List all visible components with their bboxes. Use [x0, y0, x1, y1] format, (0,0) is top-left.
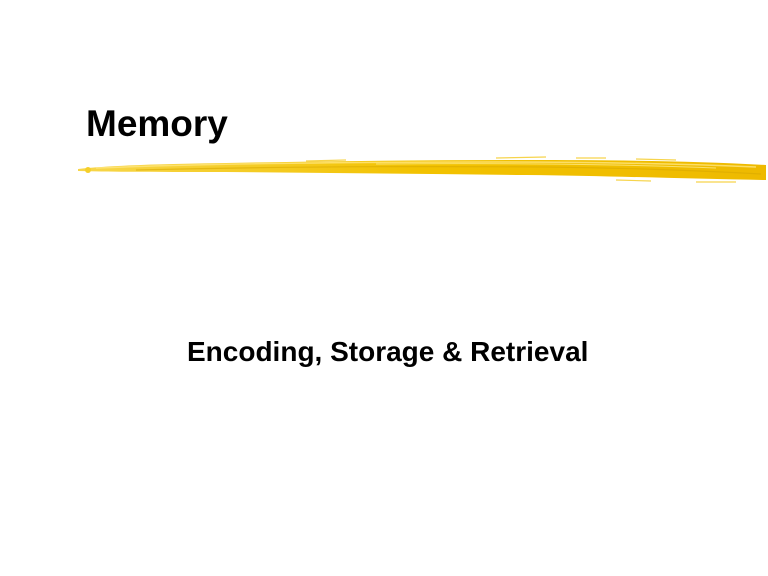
- slide-title: Memory: [86, 103, 228, 144]
- slide-subtitle: Encoding, Storage & Retrieval: [187, 336, 589, 367]
- title-brushstroke-rule: [78, 156, 766, 183]
